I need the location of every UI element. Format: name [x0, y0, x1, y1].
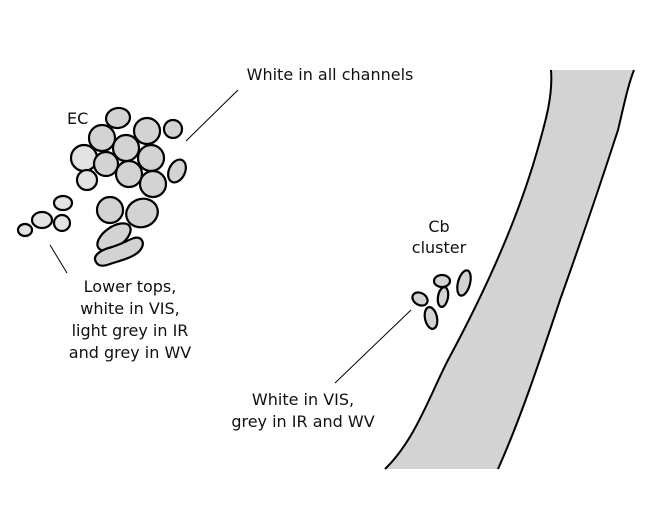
label-ec: EC: [67, 109, 88, 128]
ec-cluster: [69, 106, 187, 267]
lower-top-cell: [52, 194, 74, 212]
lower-tops-cells: [16, 194, 74, 238]
ec-cell: [75, 168, 99, 192]
cloud-band-right-edge: [497, 69, 635, 470]
ec-cell: [69, 143, 99, 173]
label-cb-cluster: Cb cluster: [412, 217, 467, 257]
label-white-vis-line: grey in IR and WV: [231, 412, 374, 431]
label-lower-tops-line: white in VIS,: [80, 299, 179, 318]
ec-cell: [136, 143, 166, 173]
lower-top-cell: [30, 210, 54, 230]
label-white-vis-line: White in VIS,: [252, 390, 354, 409]
ec-cell: [95, 195, 125, 225]
ec-cell: [87, 123, 117, 153]
ec-cell: [125, 197, 159, 229]
label-lower-tops: Lower tops, white in VIS, light grey in …: [69, 277, 191, 362]
cloud-band-fill: [385, 70, 634, 469]
label-lower-tops-line: light grey in IR: [72, 321, 189, 340]
cb-cell: [456, 269, 472, 297]
ec-cell-elongated: [93, 236, 144, 267]
ec-cell: [92, 150, 120, 178]
ec-cell: [132, 116, 162, 146]
cb-cell: [432, 273, 452, 289]
leader-line-lower-tops: [49, 244, 68, 274]
ec-cell: [162, 118, 184, 140]
label-lower-tops-line: Lower tops,: [84, 277, 177, 296]
cb-cluster: [411, 269, 472, 330]
ec-cell: [138, 169, 168, 199]
leader-line-cb: [334, 309, 412, 384]
ec-cell: [104, 106, 132, 130]
cloud-band: [384, 69, 635, 470]
cb-cell: [411, 291, 429, 307]
label-cb-line: Cb: [428, 217, 449, 236]
lower-top-cell: [16, 222, 34, 238]
cloud-band-left-edge: [384, 69, 553, 470]
label-white-vis: White in VIS, grey in IR and WV: [231, 390, 374, 431]
label-cb-line: cluster: [412, 238, 467, 257]
label-white-all-channels: White in all channels: [247, 65, 414, 84]
cb-cell: [436, 286, 450, 308]
leader-line-white-all: [185, 89, 239, 142]
ec-cell: [167, 158, 187, 184]
ec-cell: [114, 159, 144, 189]
cb-cell: [423, 306, 439, 330]
lower-top-cell: [52, 213, 72, 233]
label-lower-tops-line: and grey in WV: [69, 343, 191, 362]
